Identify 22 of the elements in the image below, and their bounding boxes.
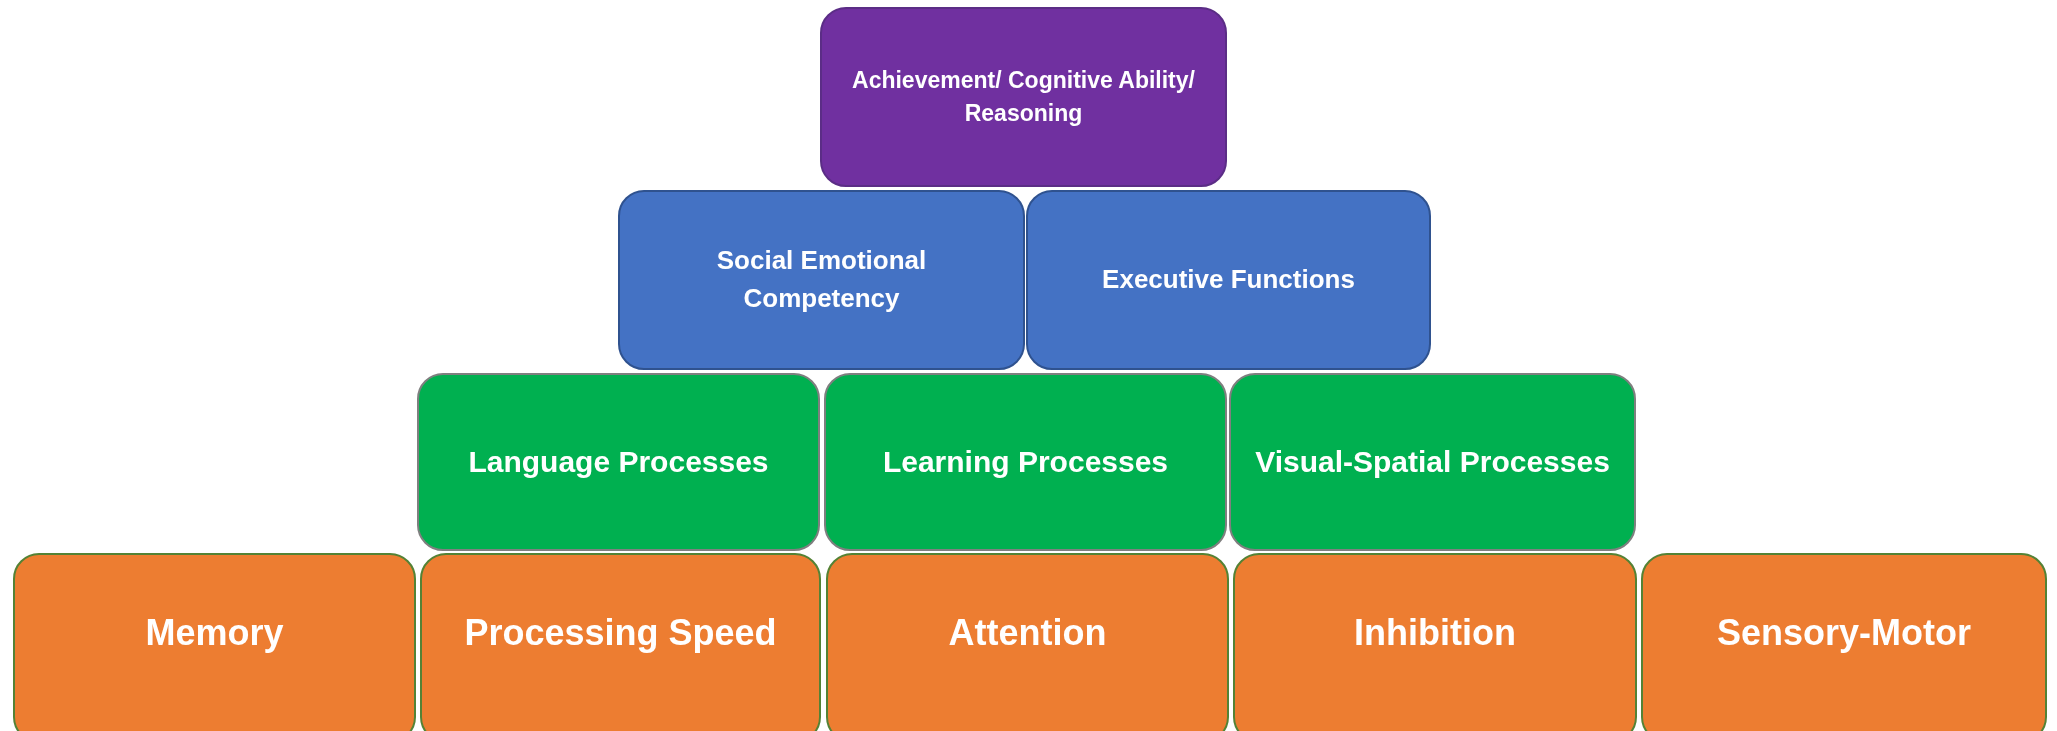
box-label: Memory [145, 610, 284, 655]
box-label: Achievement/ Cognitive Ability/ Reasoning [851, 65, 1196, 128]
category-box [618, 190, 1025, 370]
category-box [1229, 373, 1636, 551]
box-label: Language Processes [468, 444, 769, 481]
box-label: Inhibition [1354, 610, 1516, 655]
category-box [420, 553, 821, 731]
category-box [417, 373, 820, 551]
box-label: Visual-Spatial Processes [1255, 444, 1610, 481]
box-label: Executive Functions [1102, 263, 1355, 297]
category-box [1026, 190, 1431, 370]
category-box [1641, 553, 2047, 731]
box-label: Processing Speed [464, 610, 777, 655]
category-box [13, 553, 416, 731]
category-box [820, 7, 1227, 187]
category-box [1233, 553, 1637, 731]
box-label: Learning Processes [882, 444, 1169, 481]
category-box [826, 553, 1229, 731]
category-box [824, 373, 1227, 551]
box-label: Sensory-Motor [1717, 610, 1971, 655]
box-label: Attention [948, 610, 1107, 655]
box-label: Social Emotional Competency [715, 244, 928, 315]
